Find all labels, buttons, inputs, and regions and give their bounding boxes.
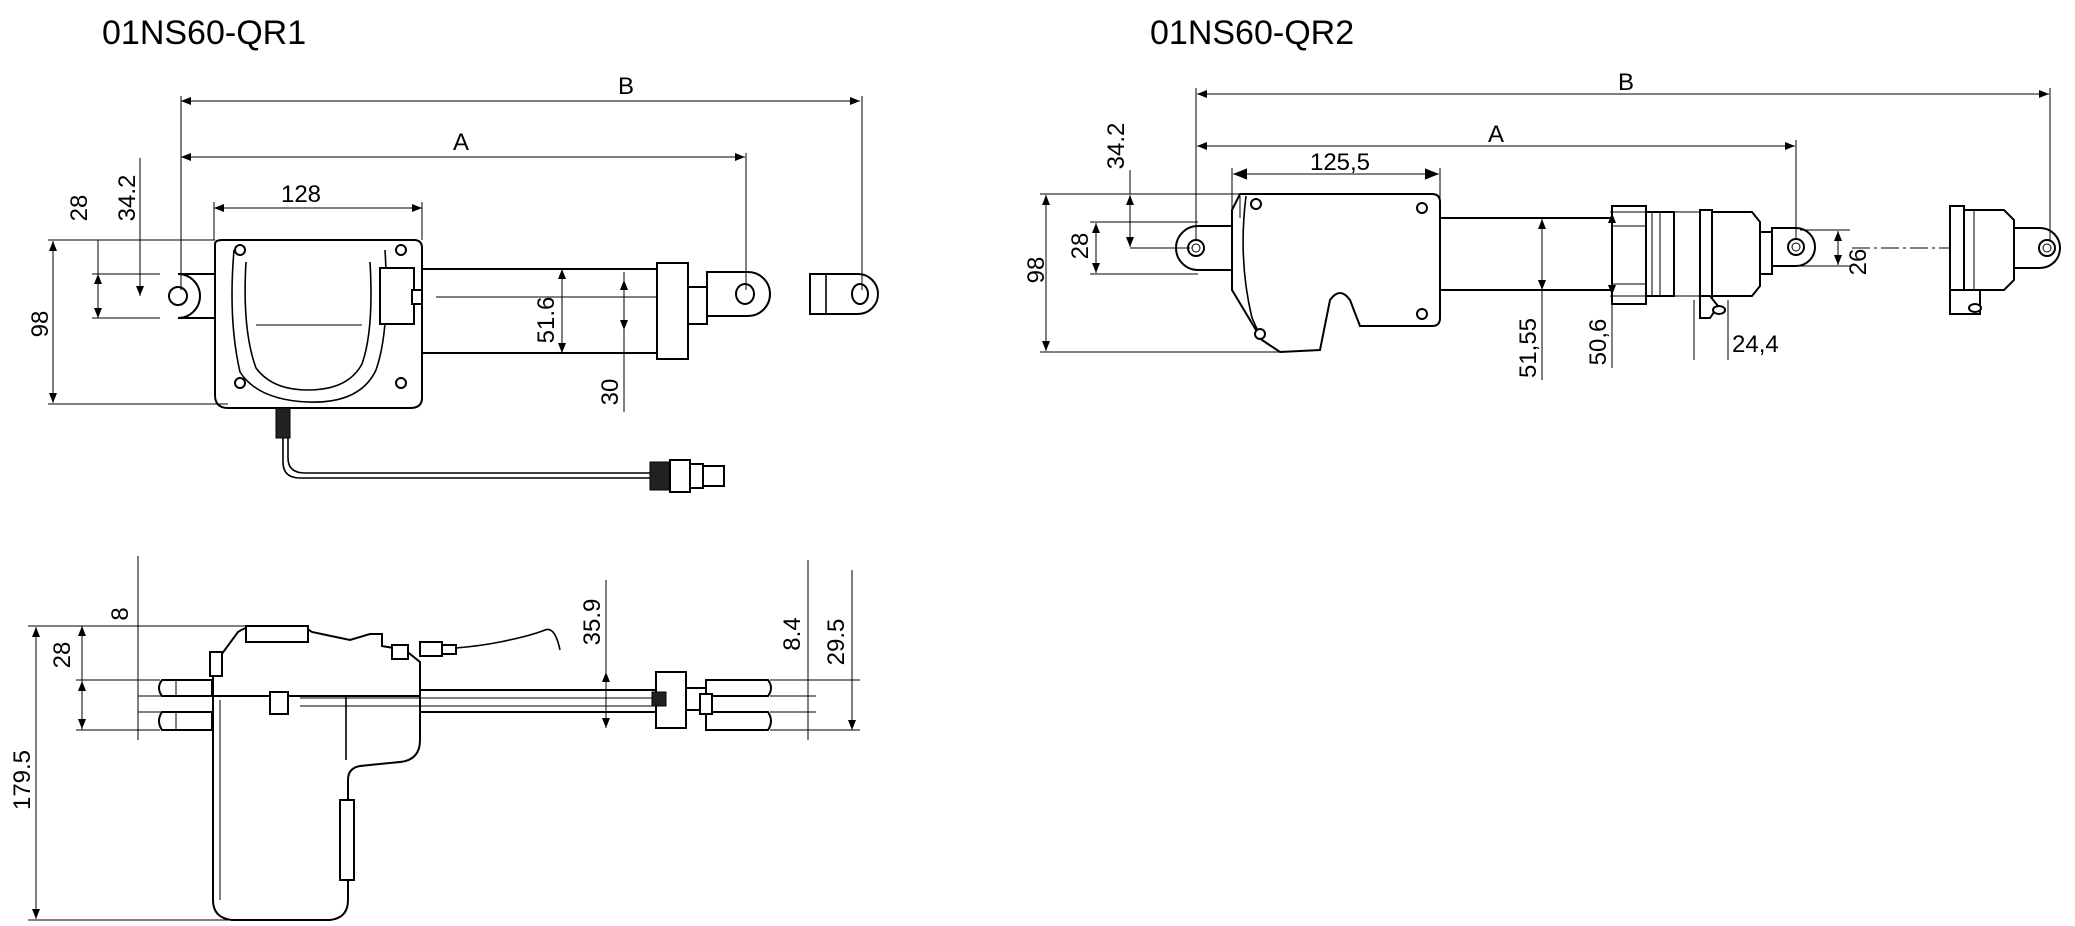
qr1-side-view: 179.5 28 8 35.9 8.4 bbox=[9, 556, 860, 921]
qr1-top-view: B A 128 98 28 34.2 bbox=[27, 73, 879, 493]
qr2-dim-a-label: A bbox=[1488, 121, 1504, 148]
qr1-side-dim-8-label: 8 bbox=[107, 607, 134, 620]
qr1-motor-housing bbox=[214, 239, 435, 409]
qr2-dimension-24-4: 24,4 bbox=[1693, 300, 1779, 360]
qr2-dim-125-5-label: 125,5 bbox=[1310, 149, 1370, 176]
qr1-side-dim-28-label: 28 bbox=[49, 642, 76, 669]
qr2-dimension-50-6: 50,6 bbox=[1585, 211, 1700, 368]
qr1-side-dimension-8: 8 bbox=[107, 556, 212, 740]
qr2-dim-51-55-label: 51,55 bbox=[1515, 318, 1542, 378]
qr1-side-front-clevis bbox=[699, 679, 772, 731]
qr1-rear-clevis bbox=[168, 273, 216, 319]
qr1-dimension-28: 28 bbox=[66, 195, 160, 319]
qr1-dim-28-label: 28 bbox=[66, 195, 93, 222]
qr1-dim-a-label: A bbox=[453, 129, 469, 156]
qr1-front-clevis bbox=[706, 271, 771, 317]
qr1-side-dimension-8-4: 8.4 bbox=[770, 560, 816, 740]
qr1-dim-128-label: 128 bbox=[281, 181, 321, 208]
qr2-dim-28-label: 28 bbox=[1067, 233, 1094, 260]
qr1-dim-b-label: B bbox=[618, 73, 634, 100]
qr1-side-dim-35-9-label: 35.9 bbox=[579, 599, 606, 646]
qr2-detached-end bbox=[1949, 205, 2061, 315]
qr1-dim-98-label: 98 bbox=[27, 311, 54, 338]
qr2-front-clevis bbox=[1759, 227, 1816, 275]
qr1-cable bbox=[275, 407, 725, 493]
qr2-tube bbox=[1439, 205, 1761, 319]
qr1-side-motor bbox=[209, 625, 421, 921]
qr1-side-dimension-35-9: 35.9 bbox=[579, 580, 610, 728]
qr1-dimension-a: A bbox=[181, 129, 747, 290]
qr1-side-dimension-28: 28 bbox=[49, 626, 160, 731]
qr2-dimension-51-55: 51,55 bbox=[1515, 219, 1546, 380]
qr1-dimension-30: 30 bbox=[597, 272, 628, 412]
qr1-outer-tube bbox=[421, 262, 689, 360]
qr2-dimension-98: 98 bbox=[1023, 193, 1282, 353]
qr1-dimension-98: 98 bbox=[27, 239, 228, 405]
qr1-side-rear-clevis bbox=[158, 679, 213, 731]
qr2-dimension-28: 28 bbox=[1067, 221, 1198, 275]
qr2-dimension-26: 26 bbox=[1800, 229, 1872, 276]
qr1-dim-30-label: 30 bbox=[597, 379, 624, 406]
qr1-detached-clevis bbox=[809, 273, 879, 315]
qr1-side-dim-8-4-label: 8.4 bbox=[779, 617, 806, 650]
qr1-side-dimension-179-5: 179.5 bbox=[9, 625, 262, 921]
qr2-title: 01NS60-QR2 bbox=[1150, 14, 1354, 52]
qr2-rear-clevis bbox=[1175, 225, 1233, 271]
qr1-dim-34-2-label: 34.2 bbox=[114, 175, 141, 222]
qr2-view: B A 125,5 34.2 28 bbox=[1023, 69, 2061, 380]
qr1-extension-rod bbox=[687, 286, 708, 325]
qr1-dimension-128: 128 bbox=[213, 181, 423, 240]
qr2-dim-50-6-label: 50,6 bbox=[1585, 319, 1612, 366]
qr1-dimension-34-2: 34.2 bbox=[114, 158, 144, 296]
qr2-dim-24-4-label: 24,4 bbox=[1732, 331, 1779, 358]
qr2-dimension-125-5: 125,5 bbox=[1231, 149, 1441, 218]
qr1-side-dim-179-5-label: 179.5 bbox=[9, 750, 36, 810]
qr1-side-wire bbox=[391, 628, 561, 660]
qr2-dimension-a: A bbox=[1197, 121, 1797, 240]
qr2-dimension-b: B bbox=[1195, 69, 2051, 240]
qr2-dim-b-label: B bbox=[1618, 69, 1634, 96]
qr2-dim-26-label: 26 bbox=[1845, 249, 1872, 276]
qr2-motor-housing bbox=[1231, 193, 1441, 354]
qr1-title: 01NS60-QR1 bbox=[102, 14, 306, 52]
qr2-dim-34-2-label: 34.2 bbox=[1103, 123, 1130, 170]
qr1-dimension-b: B bbox=[180, 73, 863, 290]
qr2-dim-98-label: 98 bbox=[1023, 257, 1050, 284]
qr1-side-dim-29-5-label: 29.5 bbox=[823, 619, 850, 666]
qr1-side-dimension-29-5: 29.5 bbox=[770, 570, 860, 731]
qr1-dim-51-6-label: 51.6 bbox=[533, 297, 560, 344]
qr1-dimension-51-6: 51.6 bbox=[533, 269, 566, 353]
qr1-side-tube bbox=[269, 671, 707, 729]
